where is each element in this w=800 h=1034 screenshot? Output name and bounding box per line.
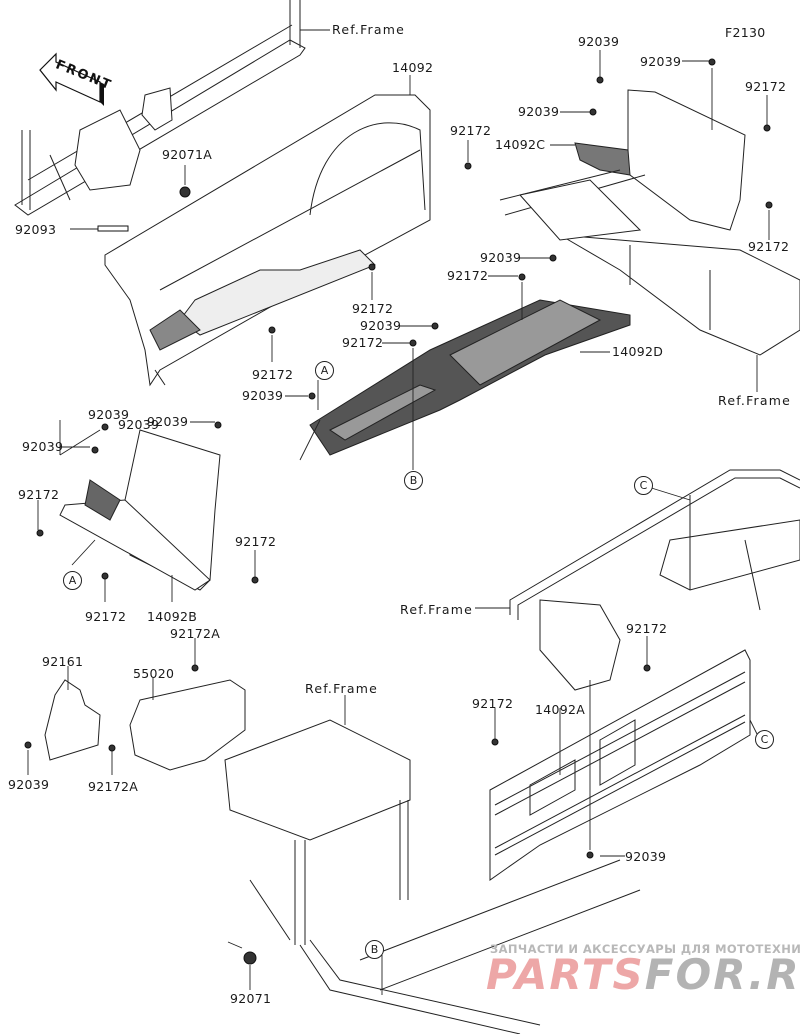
cover-55020 xyxy=(129,679,246,771)
grommet-icon xyxy=(179,186,191,198)
part-label: 92161 xyxy=(42,654,84,669)
clip-icon xyxy=(596,76,604,84)
diagram-code: F2130 xyxy=(725,25,766,40)
part-label: 92172A xyxy=(88,779,139,794)
part-label: 92039 xyxy=(8,777,50,792)
clip-icon xyxy=(586,851,594,859)
clip-icon xyxy=(518,273,526,281)
part-label: 92172 xyxy=(252,367,294,382)
clip-icon xyxy=(91,446,99,454)
front-frame-rail xyxy=(14,0,306,216)
part-label: 92093 xyxy=(15,222,57,237)
part-label: 92172 xyxy=(235,534,277,549)
clip-icon xyxy=(251,576,259,584)
fasteners xyxy=(24,58,773,965)
part-label: 14092C xyxy=(495,137,546,152)
clip-icon xyxy=(268,326,276,334)
leader-lines xyxy=(27,29,770,995)
clip-icon xyxy=(409,339,417,347)
part-label: 92039 xyxy=(360,318,402,333)
callout-a: A xyxy=(315,361,334,380)
ref-frame-label: Ref.Frame xyxy=(332,22,406,37)
part-label: 92172A xyxy=(170,626,221,641)
side-panel-14092 xyxy=(104,94,431,387)
part-label: 92039 xyxy=(578,34,620,49)
rear-rack-frame xyxy=(509,469,800,691)
clip-icon xyxy=(431,322,439,330)
part-label: 92172 xyxy=(745,79,787,94)
callout-c: C xyxy=(755,730,774,749)
clip-icon xyxy=(763,124,771,132)
clip-icon xyxy=(368,263,376,271)
clip-icon xyxy=(491,738,499,746)
panel-14092B xyxy=(59,429,221,591)
tailgate-14092A xyxy=(489,649,751,881)
rear-frame xyxy=(519,179,800,356)
part-label: 92172 xyxy=(352,301,394,316)
callout-b: B xyxy=(365,940,384,959)
part-label: 92039 xyxy=(640,54,682,69)
watermark-brand-part1: PARTS xyxy=(486,950,645,999)
watermark-brand: PARTSFOR.RU xyxy=(486,950,800,999)
part-label: 92172 xyxy=(342,335,384,350)
clip-icon xyxy=(214,421,222,429)
part-label: 92172 xyxy=(447,268,489,283)
part-label: 92039 xyxy=(88,407,130,422)
part-label: 92172 xyxy=(18,487,60,502)
part-label: 92039 xyxy=(625,849,667,864)
grommet-icon xyxy=(243,951,257,965)
floor-mat-14092D xyxy=(309,299,631,456)
clip-icon xyxy=(464,162,472,170)
callout-a: A xyxy=(63,571,82,590)
part-label: 55020 xyxy=(133,666,175,681)
part-label: 92039 xyxy=(147,414,189,429)
clip-icon xyxy=(101,572,109,580)
strip-icon xyxy=(97,225,129,232)
part-label: 92071A xyxy=(162,147,213,162)
main-frame xyxy=(224,719,641,1034)
clip-icon xyxy=(108,744,116,752)
ref-frame-label: Ref.Frame xyxy=(400,602,474,617)
clip-icon xyxy=(36,529,44,537)
front-arrow-icon xyxy=(39,52,104,106)
clip-icon xyxy=(643,664,651,672)
part-label: 92039 xyxy=(518,104,560,119)
part-label: 14092A xyxy=(535,702,586,717)
ref-frame-label: Ref.Frame xyxy=(718,393,792,408)
part-label: 92039 xyxy=(22,439,64,454)
clip-icon xyxy=(101,423,109,431)
clip-icon xyxy=(308,392,316,400)
part-label: 92039 xyxy=(118,417,160,432)
guard-92161 xyxy=(44,679,101,761)
part-label: 92172 xyxy=(472,696,514,711)
part-label: 92172 xyxy=(450,123,492,138)
part-label: 92039 xyxy=(242,388,284,403)
callout-b: B xyxy=(404,471,423,490)
watermark-tagline: ЗАПЧАСТИ И АКСЕССУАРЫ ДЛЯ МОТОТЕХНИКИ xyxy=(490,942,800,956)
callout-c: C xyxy=(634,476,653,495)
clip-icon xyxy=(24,741,32,749)
part-label: 92071 xyxy=(230,991,272,1006)
part-label: 92172 xyxy=(85,609,127,624)
clip-icon xyxy=(765,201,773,209)
part-label: 14092D xyxy=(612,344,664,359)
clip-icon xyxy=(589,108,597,116)
ref-frame-label: Ref.Frame xyxy=(305,681,379,696)
part-label: 14092B xyxy=(147,609,198,624)
part-label: 92172 xyxy=(626,621,668,636)
part-label: 92172 xyxy=(748,239,790,254)
clip-icon xyxy=(191,664,199,672)
part-label: 14092 xyxy=(392,60,434,75)
clip-icon xyxy=(549,254,557,262)
watermark-brand-part2: FOR.RU xyxy=(644,950,800,999)
clip-icon xyxy=(708,58,716,66)
part-label: 92039 xyxy=(480,250,522,265)
